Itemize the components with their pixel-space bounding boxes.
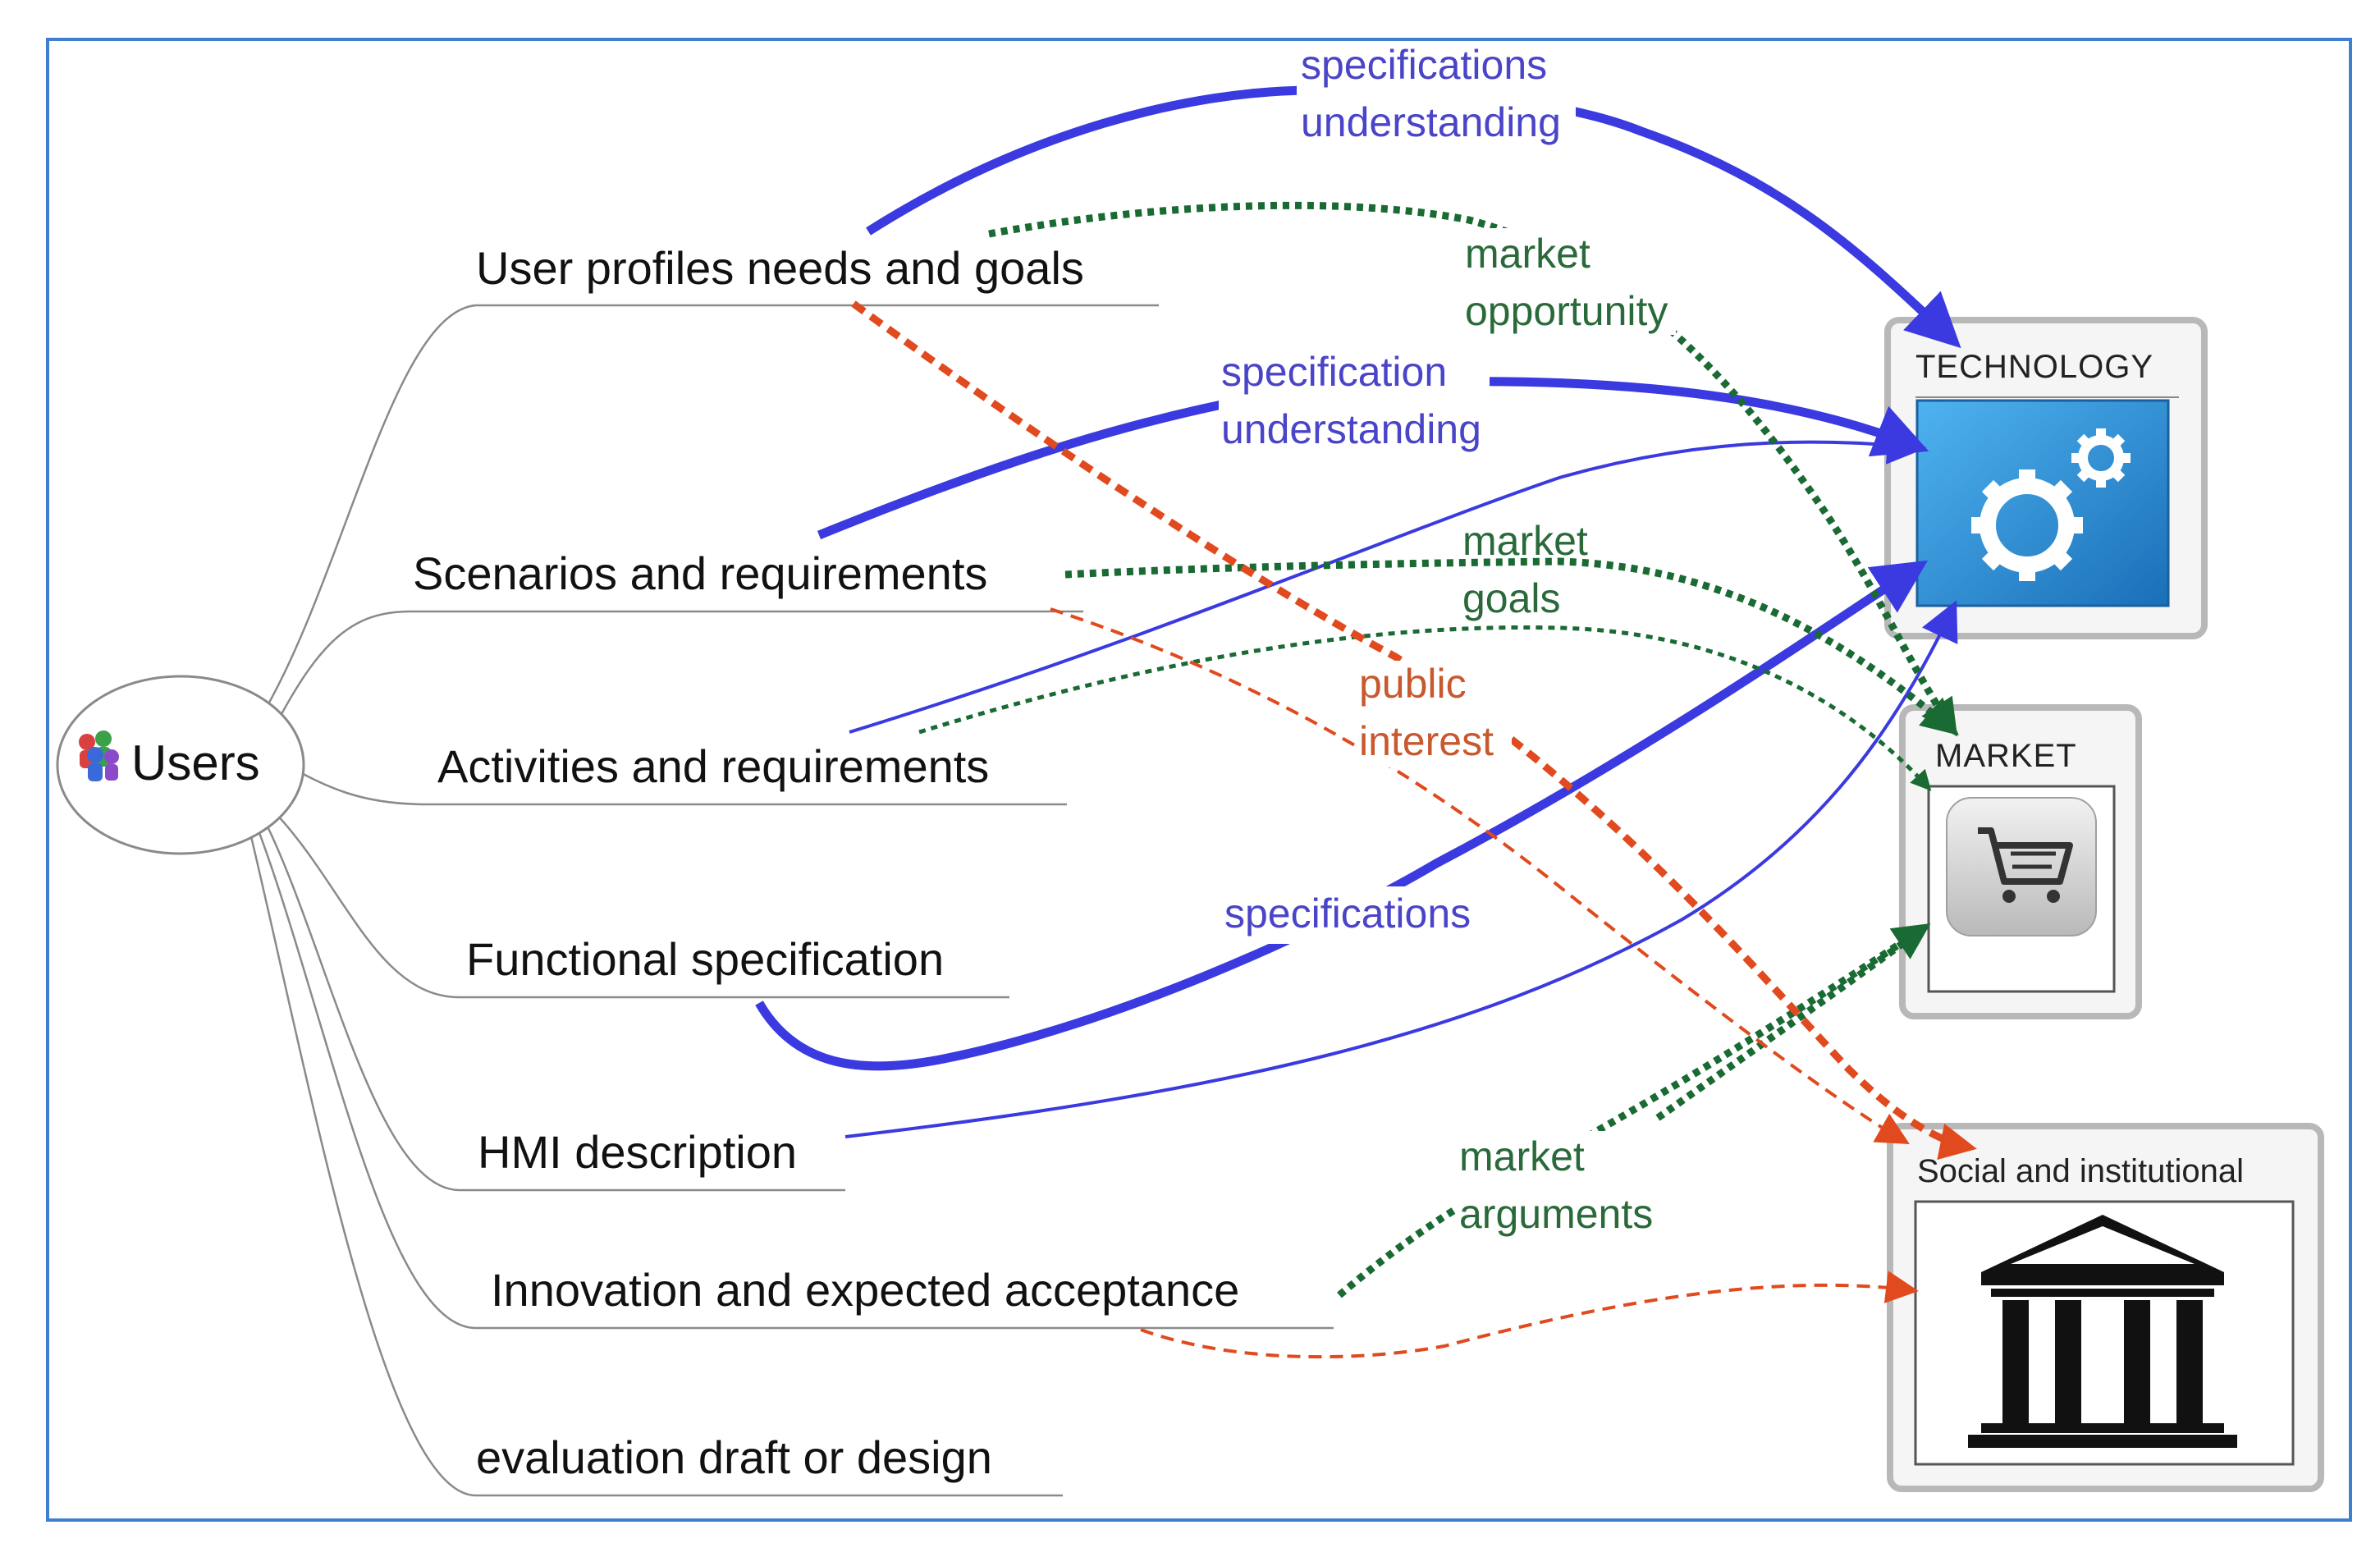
label-public-interest: public interest — [1356, 661, 1512, 767]
link-activities-to-market — [918, 625, 1932, 791]
svg-text:arguments: arguments — [1459, 1191, 1653, 1237]
link-scenarios-to-market — [1064, 557, 1959, 735]
svg-text:specifications: specifications — [1224, 891, 1471, 936]
branch-functional-spec[interactable]: Functional specification — [466, 933, 944, 985]
svg-text:specifications: specifications — [1301, 42, 1547, 88]
root-node-users[interactable]: Users — [56, 675, 305, 855]
svg-text:understanding: understanding — [1221, 406, 1481, 452]
branch-evaluation[interactable]: evaluation draft or design — [476, 1431, 992, 1483]
svg-text:market: market — [1462, 518, 1588, 564]
svg-text:specification: specification — [1221, 349, 1447, 395]
label-market-goals: market goals — [1462, 518, 1588, 621]
target-market[interactable]: MARKET — [1899, 704, 2142, 1019]
technology-title: TECHNOLOGY — [1915, 349, 2153, 385]
svg-text:market: market — [1459, 1133, 1585, 1179]
institution-building-icon — [1968, 1215, 2237, 1448]
svg-text:public: public — [1359, 661, 1467, 707]
link-scenarios-to-social — [1050, 607, 1910, 1144]
label-specifications: specifications — [1221, 886, 1492, 944]
branch-connectors — [249, 304, 1334, 1497]
link-hmi-to-technology — [844, 600, 1958, 1138]
branch-user-profiles[interactable]: User profiles needs and goals — [476, 242, 1084, 294]
branch-innovation[interactable]: Innovation and expected acceptance — [491, 1264, 1239, 1316]
label-specification-understanding-2: specification understanding — [1219, 345, 1490, 460]
link-functional-to-technology — [755, 560, 1929, 1071]
gears-icon — [1915, 399, 2170, 607]
label-market-arguments: market arguments — [1456, 1131, 1669, 1246]
link-profiles-to-social — [851, 300, 1977, 1160]
branch-scenarios[interactable]: Scenarios and requirements — [413, 547, 987, 599]
link-activities-to-technology — [849, 425, 1927, 734]
root-label: Users — [131, 735, 260, 790]
shopping-cart-icon — [1946, 797, 2097, 936]
label-specifications-understanding-1: specifications understanding — [1297, 41, 1576, 148]
svg-text:opportunity: opportunity — [1465, 288, 1668, 334]
target-social-institutional[interactable]: Social and institutional — [1887, 1123, 2324, 1492]
svg-text:market: market — [1465, 231, 1590, 277]
social-title: Social and institutional — [1917, 1153, 2244, 1189]
outer-frame — [46, 38, 2352, 1522]
social-links — [851, 300, 1977, 1359]
svg-text:goals: goals — [1462, 575, 1561, 621]
link-innovation-to-social — [1140, 1271, 1919, 1359]
target-technology[interactable]: TECHNOLOGY — [1884, 317, 2208, 639]
svg-text:interest: interest — [1359, 718, 1494, 764]
branch-activities[interactable]: Activities and requirements — [437, 740, 989, 792]
label-market-opportunity: market opportunity — [1462, 228, 1676, 335]
market-title: MARKET — [1935, 738, 2077, 774]
people-group-icon — [79, 730, 119, 781]
svg-text:understanding: understanding — [1301, 99, 1561, 145]
branch-hmi-description[interactable]: HMI description — [478, 1126, 797, 1178]
